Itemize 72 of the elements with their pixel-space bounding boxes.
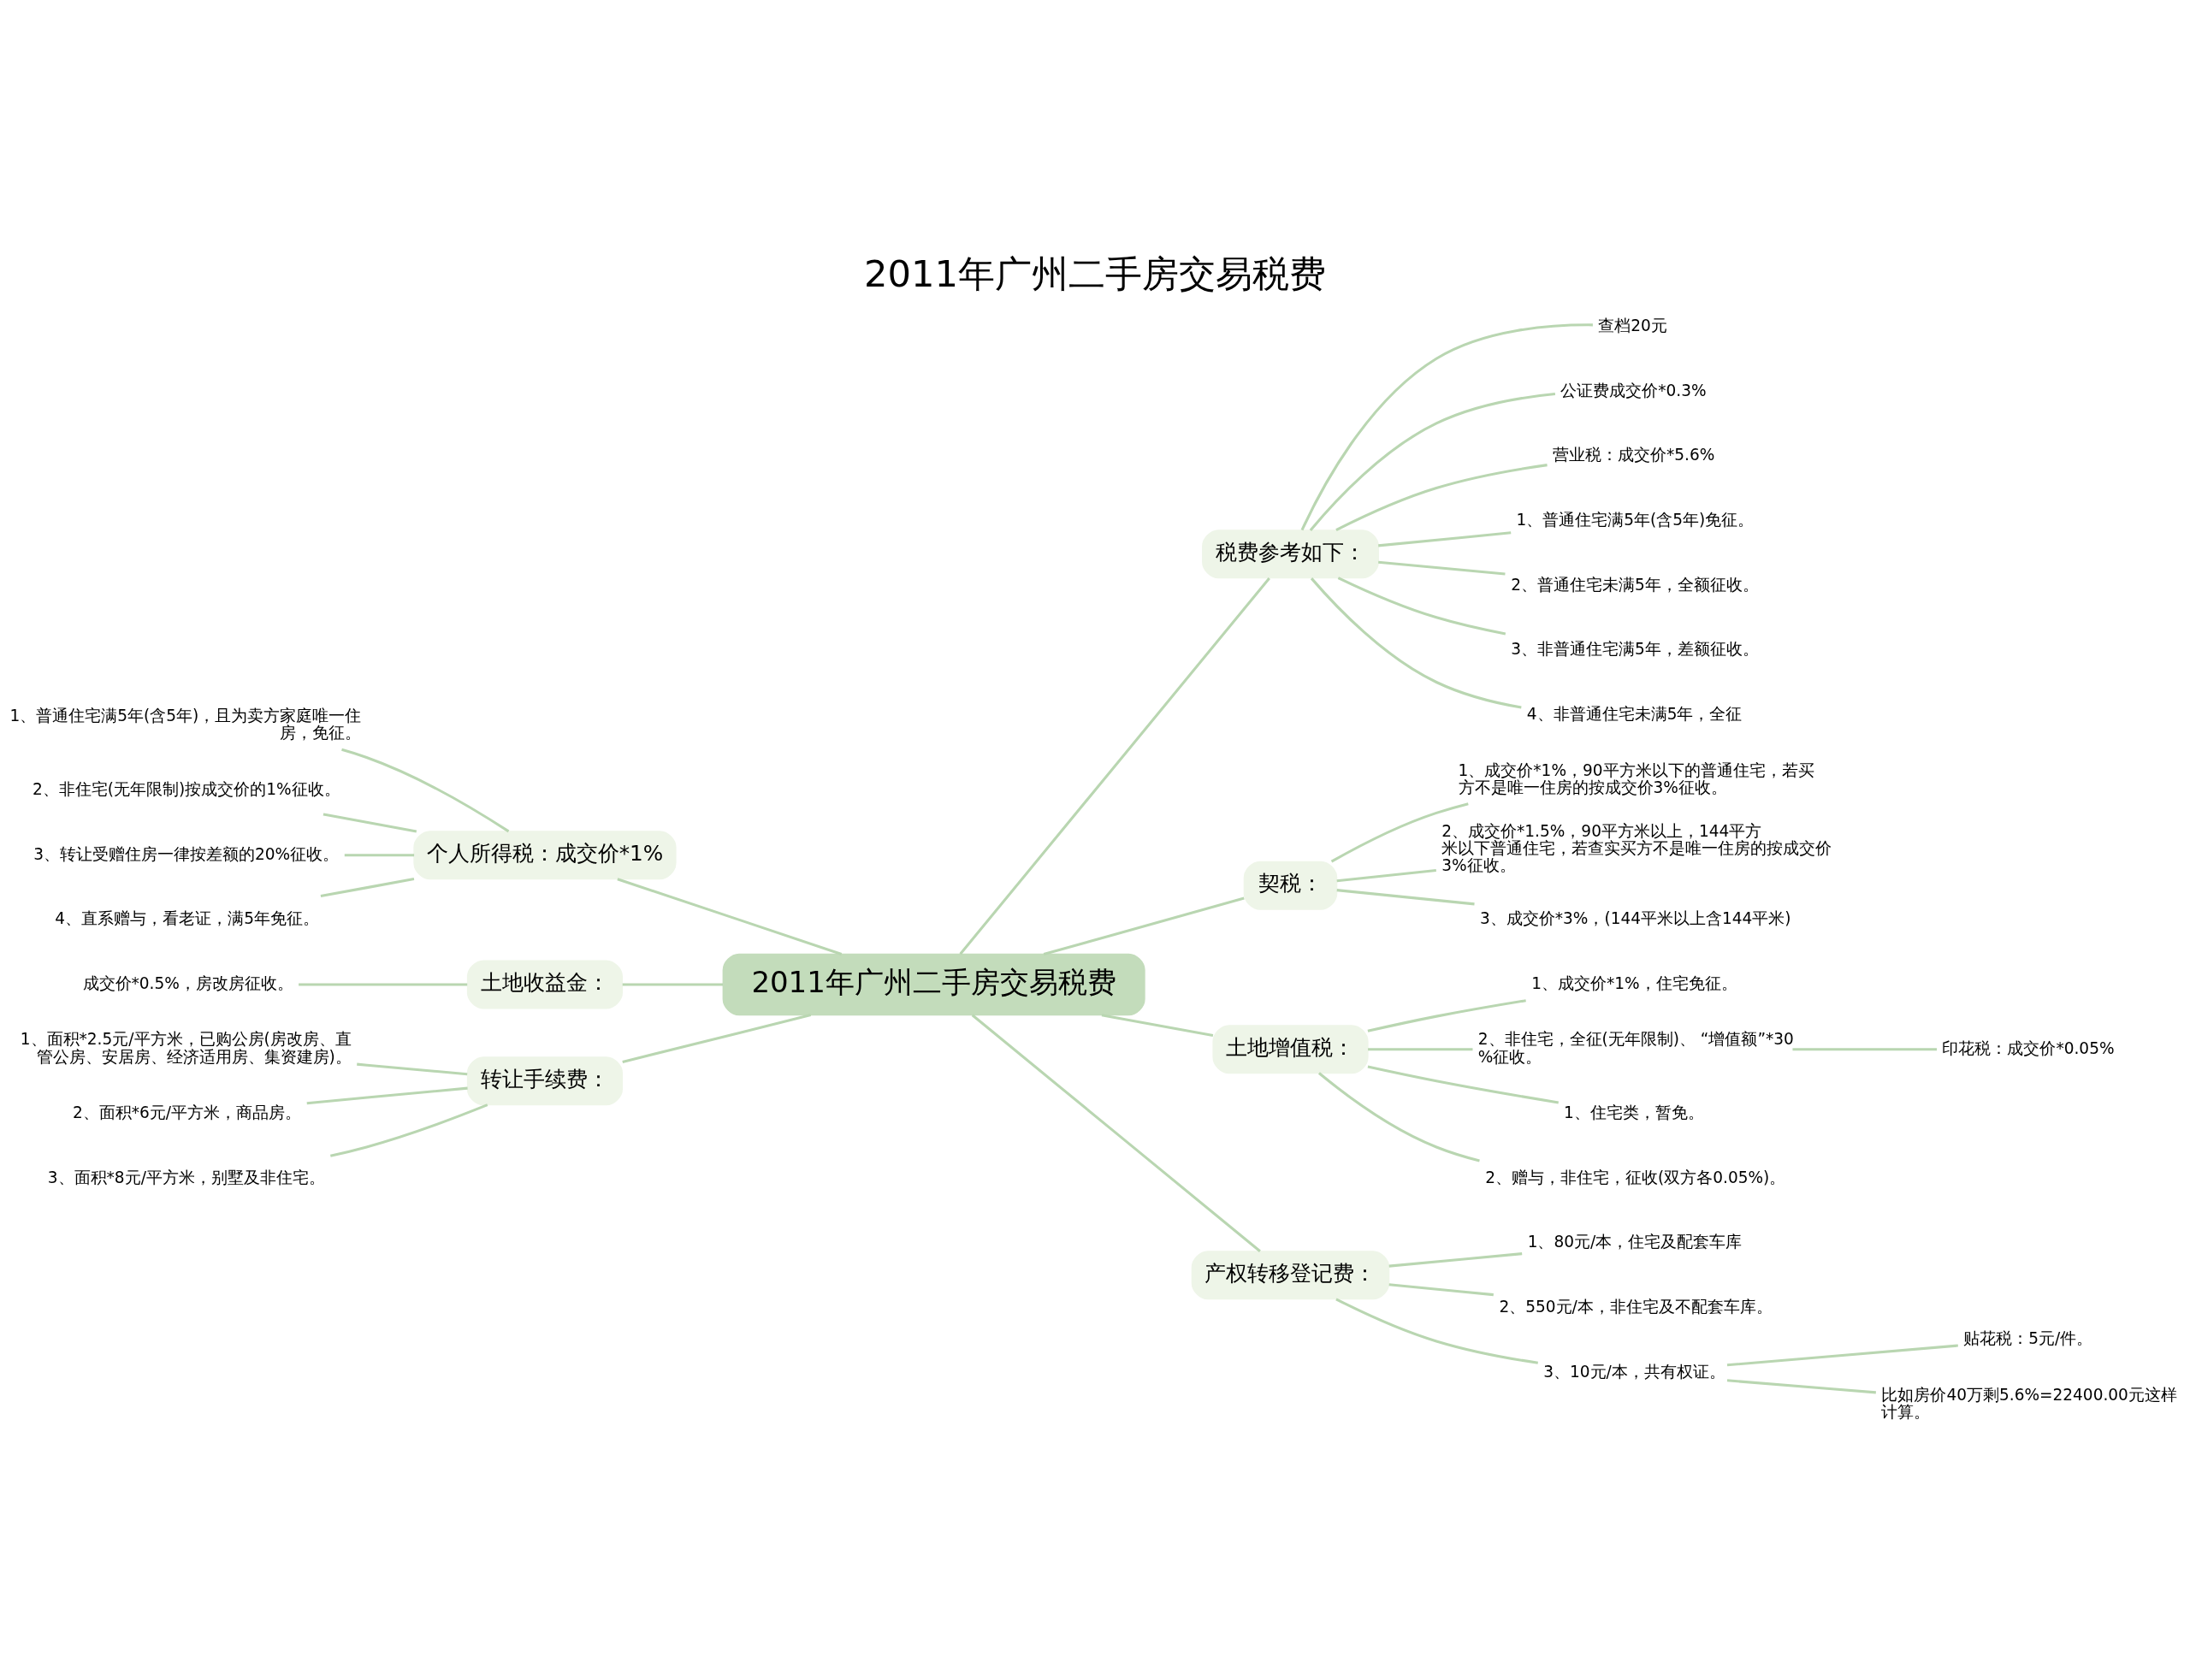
connector — [1792, 1048, 1938, 1051]
connector — [1317, 1072, 1480, 1162]
connector — [299, 983, 468, 986]
connector — [1335, 464, 1548, 532]
connector — [1337, 577, 1506, 636]
node-text: 印花税：成交价*0.05% — [1942, 1038, 2115, 1057]
connector — [1336, 889, 1475, 906]
diagram-title: 2011年广州二手房交易税费 — [864, 251, 1326, 295]
node-box: 2011年广州二手房交易税费 — [722, 953, 1145, 1016]
connector — [323, 813, 417, 833]
node-box: 产权转移登记费： — [1191, 1251, 1390, 1300]
node-text: 1、面积*2.5元/平方米，已购公房(房改房、直管公房、安居房、经济适用房、集资建房)。 — [20, 1030, 352, 1066]
node-text: 比如房价40万剩5.6%=22400.00元这样计算。 — [1881, 1385, 2177, 1421]
node-text: 3、转让受赠住房一律按差额的20%征收。 — [33, 844, 340, 863]
node-text: 2、成交价*1.5%，90平方米以上，144平方米以下普通住宅，若查实买方不是唯一住房的按成交价3%征收。 — [1441, 822, 1832, 875]
node-text: 3、面积*8元/平方米，别墅及非住宅。 — [47, 1168, 325, 1186]
connector — [1726, 1379, 1876, 1394]
connector — [1726, 1344, 1958, 1367]
connector — [1368, 1048, 1473, 1051]
connector — [1367, 999, 1526, 1032]
node-text: 贴花税：5元/件。 — [1963, 1329, 2093, 1348]
node-box: 税费参考如下： — [1202, 529, 1379, 579]
node-text: 1、普通住宅满5年(含5年)，且为卖方家庭唯一住房，免征。 — [9, 707, 362, 742]
node-box: 土地增值税： — [1212, 1025, 1369, 1074]
node-text: 成交价*0.5%，房改房征收。 — [82, 973, 293, 992]
node-text: 3、非普通住宅满5年，差额征收。 — [1511, 640, 1759, 659]
connector — [1300, 323, 1593, 531]
connector — [357, 1062, 468, 1076]
connector — [1336, 869, 1436, 883]
connector — [617, 878, 843, 955]
connector — [344, 854, 415, 857]
connector — [1335, 1298, 1538, 1364]
node-text: 1、普通住宅满5年(含5年)免征。 — [1516, 510, 1755, 529]
connector — [329, 1103, 488, 1157]
node-text: 查档20元 — [1598, 316, 1667, 334]
node-text: 3、成交价*3%，(144平米以上含144平米) — [1480, 909, 1791, 928]
node-text: 4、直系赠与，看老证，满5年免征。 — [55, 909, 319, 928]
connector — [341, 748, 510, 833]
node-text: 1、成交价*1%，90平方米以下的普通住宅，若买方不是唯一住房的按成交价3%征收。 — [1458, 760, 1814, 796]
node-box: 转让手续费： — [466, 1056, 624, 1106]
connector — [1367, 1065, 1559, 1104]
connector — [306, 1086, 468, 1105]
node-text: 4、非普通住宅未满5年，全征 — [1526, 704, 1743, 723]
connector — [1309, 393, 1556, 531]
connector — [622, 983, 724, 986]
connector — [1378, 560, 1506, 576]
node-text: 2、非住宅(无年限制)按成交价的1%征收。 — [33, 779, 340, 798]
node-text: 1、80元/本，住宅及配套车库 — [1527, 1233, 1743, 1251]
connector — [320, 878, 415, 898]
connector — [1388, 1252, 1523, 1268]
node-text: 公证费成交价*0.3% — [1560, 381, 1707, 399]
connector — [622, 1014, 812, 1063]
node-text: 营业税：成交价*5.6% — [1552, 446, 1715, 464]
node-box: 契税： — [1243, 861, 1338, 910]
node-box: 土地收益金： — [466, 960, 624, 1009]
node-text: 2、赠与，非住宅，征收(双方各0.05%)。 — [1485, 1168, 1786, 1186]
connector — [1101, 1014, 1214, 1037]
node-text: 3、10元/本，共有权证。 — [1543, 1362, 1725, 1381]
node-box: 个人所得税：成交价*1% — [413, 831, 677, 880]
connector — [1330, 802, 1469, 863]
node-text: 2、非住宅，全征(无年限制)、 “增值额”*30%征收。 — [1477, 1030, 1794, 1066]
node-text: 2、面积*6元/平方米，商品房。 — [73, 1103, 302, 1122]
connector — [1043, 896, 1245, 956]
node-text: 2、550元/本，非住宅及不配套车库。 — [1499, 1298, 1773, 1316]
node-text: 2、普通住宅未满5年，全额征收。 — [1511, 575, 1759, 594]
connector — [1388, 1283, 1494, 1297]
node-text: 1、成交价*1%，住宅免征。 — [1531, 973, 1737, 992]
connector — [1310, 577, 1522, 709]
node-text: 1、住宅类，暂免。 — [1564, 1103, 1704, 1122]
connector — [1378, 531, 1512, 547]
connector — [959, 577, 1270, 955]
connector — [971, 1014, 1261, 1252]
